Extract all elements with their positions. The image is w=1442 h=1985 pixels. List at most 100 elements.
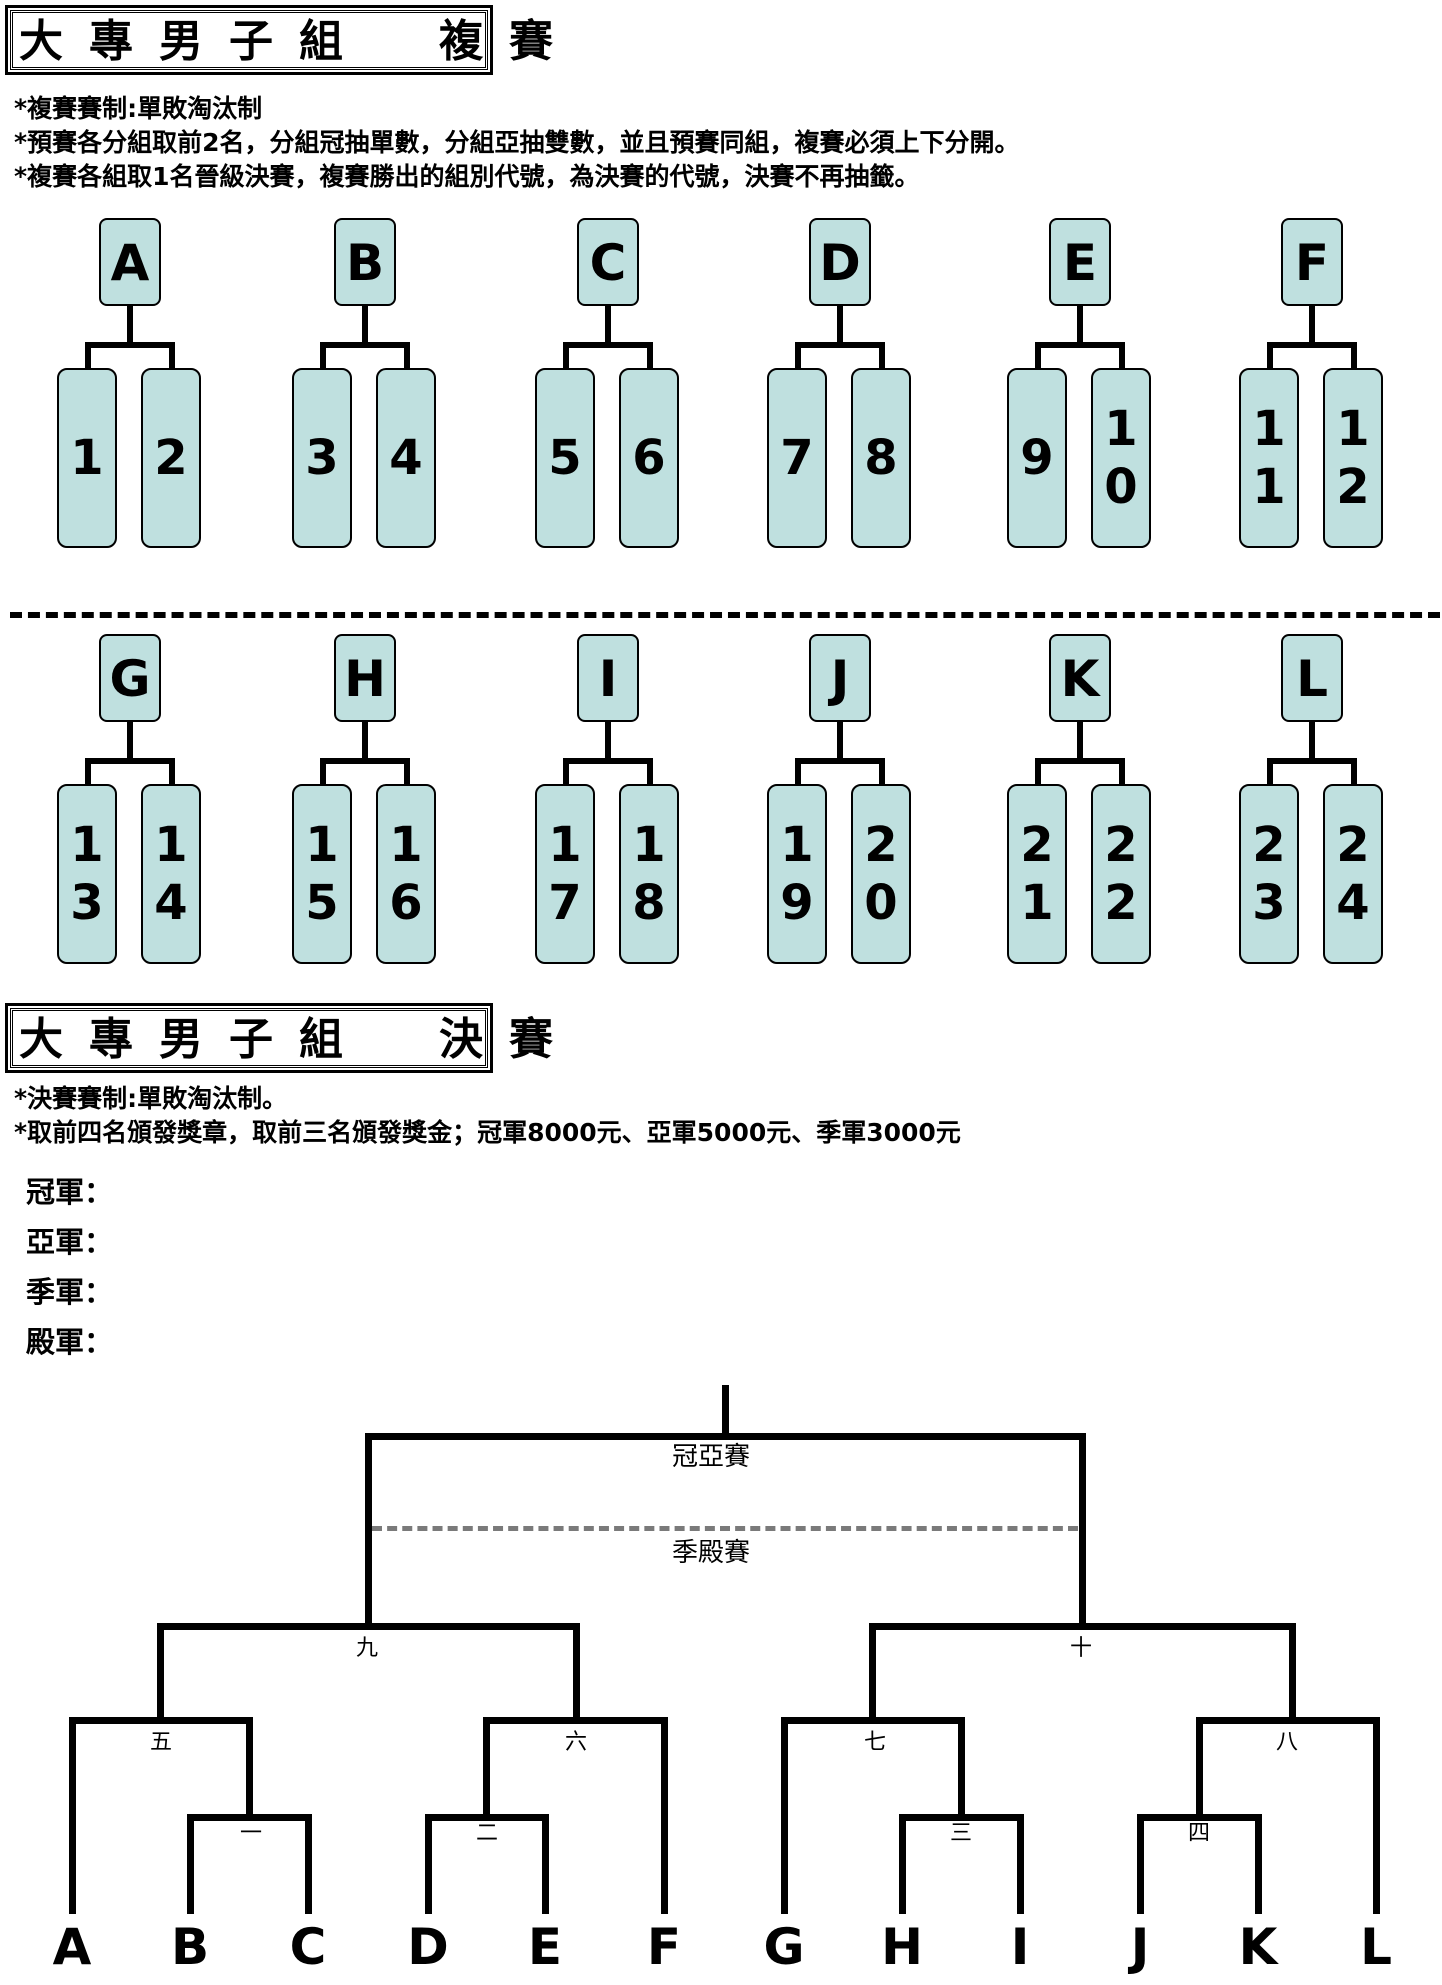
bracket-line — [245, 1720, 253, 1821]
final-title: 大專男子組 決賽 — [10, 1008, 553, 1068]
final-team-label: J — [1130, 1918, 1150, 1976]
seed-box: 19 — [767, 784, 827, 964]
semi-note: *複賽各組取1名晉級決賽，複賽勝出的組別代號，為決賽的代號，決賽不再抽籤。 — [14, 162, 920, 191]
award-champion: 冠軍： — [26, 1175, 114, 1209]
group-crossbar-line — [1267, 758, 1357, 764]
seed-number: 24 — [1336, 817, 1370, 931]
group-stem-line — [1309, 722, 1315, 762]
group-crossbar-line — [563, 342, 653, 348]
bracket-line — [364, 1436, 372, 1630]
seed-box: 6 — [619, 368, 679, 548]
group-branch-line — [85, 758, 91, 784]
match-label-4: 四 — [1188, 1821, 1211, 1846]
bracket-line — [1136, 1817, 1144, 1914]
seed-number: 18 — [632, 817, 666, 931]
group-stem-line — [1309, 306, 1315, 346]
group-divider-line — [10, 612, 1440, 618]
seed-number: 22 — [1104, 817, 1138, 931]
group-crossbar-line — [1035, 342, 1125, 348]
seed-number: 2 — [154, 430, 188, 486]
match-label-9: 九 — [356, 1636, 379, 1661]
awards-list: 冠軍： 亞軍： 季軍： 殿軍： — [26, 1167, 113, 1367]
seed-number: 20 — [864, 817, 898, 931]
final-team-label: F — [646, 1918, 682, 1976]
group-stem-line — [837, 306, 843, 346]
match-label-1: 一 — [240, 1821, 263, 1846]
bracket-line — [660, 1720, 668, 1914]
semi-note: *複賽賽制:單敗淘汰制 — [14, 94, 263, 123]
group-branch-line — [320, 758, 326, 784]
match-label-10: 十 — [1070, 1636, 1093, 1661]
semi-title: 大專男子組 複賽 — [10, 10, 553, 70]
seed-number: 23 — [1252, 817, 1286, 931]
group-letter-box: J — [809, 634, 871, 722]
seed-number: 19 — [780, 817, 814, 931]
bracket-line — [1254, 1817, 1262, 1914]
bracket-line — [1078, 1436, 1086, 1630]
final-team-label: D — [407, 1918, 449, 1976]
match-label-5: 五 — [150, 1730, 173, 1755]
bracket-line — [957, 1720, 965, 1821]
final-team-label: L — [1360, 1918, 1392, 1976]
seed-box: 21 — [1007, 784, 1067, 964]
final-team-label: H — [881, 1918, 923, 1976]
seed-box: 2 — [141, 368, 201, 548]
seed-box: 7 — [767, 368, 827, 548]
seed-number: 15 — [305, 817, 339, 931]
match-label-3: 三 — [950, 1821, 973, 1846]
group-branch-line — [1267, 758, 1273, 784]
match-label-6: 六 — [565, 1730, 588, 1755]
bracket-line — [483, 1720, 490, 1821]
group-branch-line — [320, 342, 326, 368]
group-crossbar-line — [795, 758, 885, 764]
bracket-line — [68, 1720, 76, 1914]
seed-box: 10 — [1091, 368, 1151, 548]
bracket-line — [1016, 1817, 1024, 1914]
final-team-label: G — [763, 1918, 805, 1976]
seed-number: 8 — [864, 430, 898, 486]
group-stem-line — [605, 306, 611, 346]
seed-number: 16 — [389, 817, 423, 931]
group-letter-box: E — [1049, 218, 1111, 306]
group-branch-line — [1351, 342, 1357, 368]
group-letter-box: C — [577, 218, 639, 306]
seed-box: 12 — [1323, 368, 1383, 548]
seed-box: 18 — [619, 784, 679, 964]
group-letter-box: B — [334, 218, 396, 306]
group-stem-line — [362, 306, 368, 346]
group-branch-line — [563, 342, 569, 368]
seed-box: 9 — [1007, 368, 1067, 548]
group-letter-box: L — [1281, 634, 1343, 722]
bracket-line — [541, 1817, 549, 1914]
seed-number: 4 — [389, 430, 423, 486]
final-team-label: K — [1238, 1918, 1278, 1976]
final-note: *取前四名頒發獎章，取前三名頒發獎金；冠軍8000元、亞軍5000元、季軍300… — [14, 1118, 961, 1147]
bracket-line — [721, 1385, 729, 1440]
bracket-line — [1288, 1626, 1296, 1724]
seed-box: 3 — [292, 368, 352, 548]
semi-notes: *複賽賽制:單敗淘汰制 *預賽各分組取前2名，分組冠抽單數，分組亞抽雙數，並且預… — [14, 92, 1019, 194]
seed-box: 23 — [1239, 784, 1299, 964]
seed-number: 10 — [1104, 401, 1138, 515]
final-team-label: I — [1010, 1918, 1030, 1976]
group-crossbar-line — [85, 342, 175, 348]
match-label-7: 七 — [864, 1730, 887, 1755]
match-label-2: 二 — [476, 1821, 499, 1846]
group-crossbar-line — [85, 758, 175, 764]
seed-number: 12 — [1336, 401, 1370, 515]
group-branch-line — [404, 758, 410, 784]
group-crossbar-line — [1267, 342, 1357, 348]
group-stem-line — [605, 722, 611, 762]
group-branch-line — [1035, 758, 1041, 784]
group-branch-line — [404, 342, 410, 368]
seed-number: 1 — [70, 430, 104, 486]
group-letter-box: A — [99, 218, 161, 306]
group-crossbar-line — [320, 758, 410, 764]
seed-number: 13 — [70, 817, 104, 931]
bracket-line — [156, 1626, 164, 1724]
group-crossbar-line — [1035, 758, 1125, 764]
bracket-line — [1195, 1716, 1380, 1724]
match-label-third: 季殿賽 — [672, 1538, 751, 1568]
seed-number: 7 — [780, 430, 814, 486]
seed-box: 15 — [292, 784, 352, 964]
